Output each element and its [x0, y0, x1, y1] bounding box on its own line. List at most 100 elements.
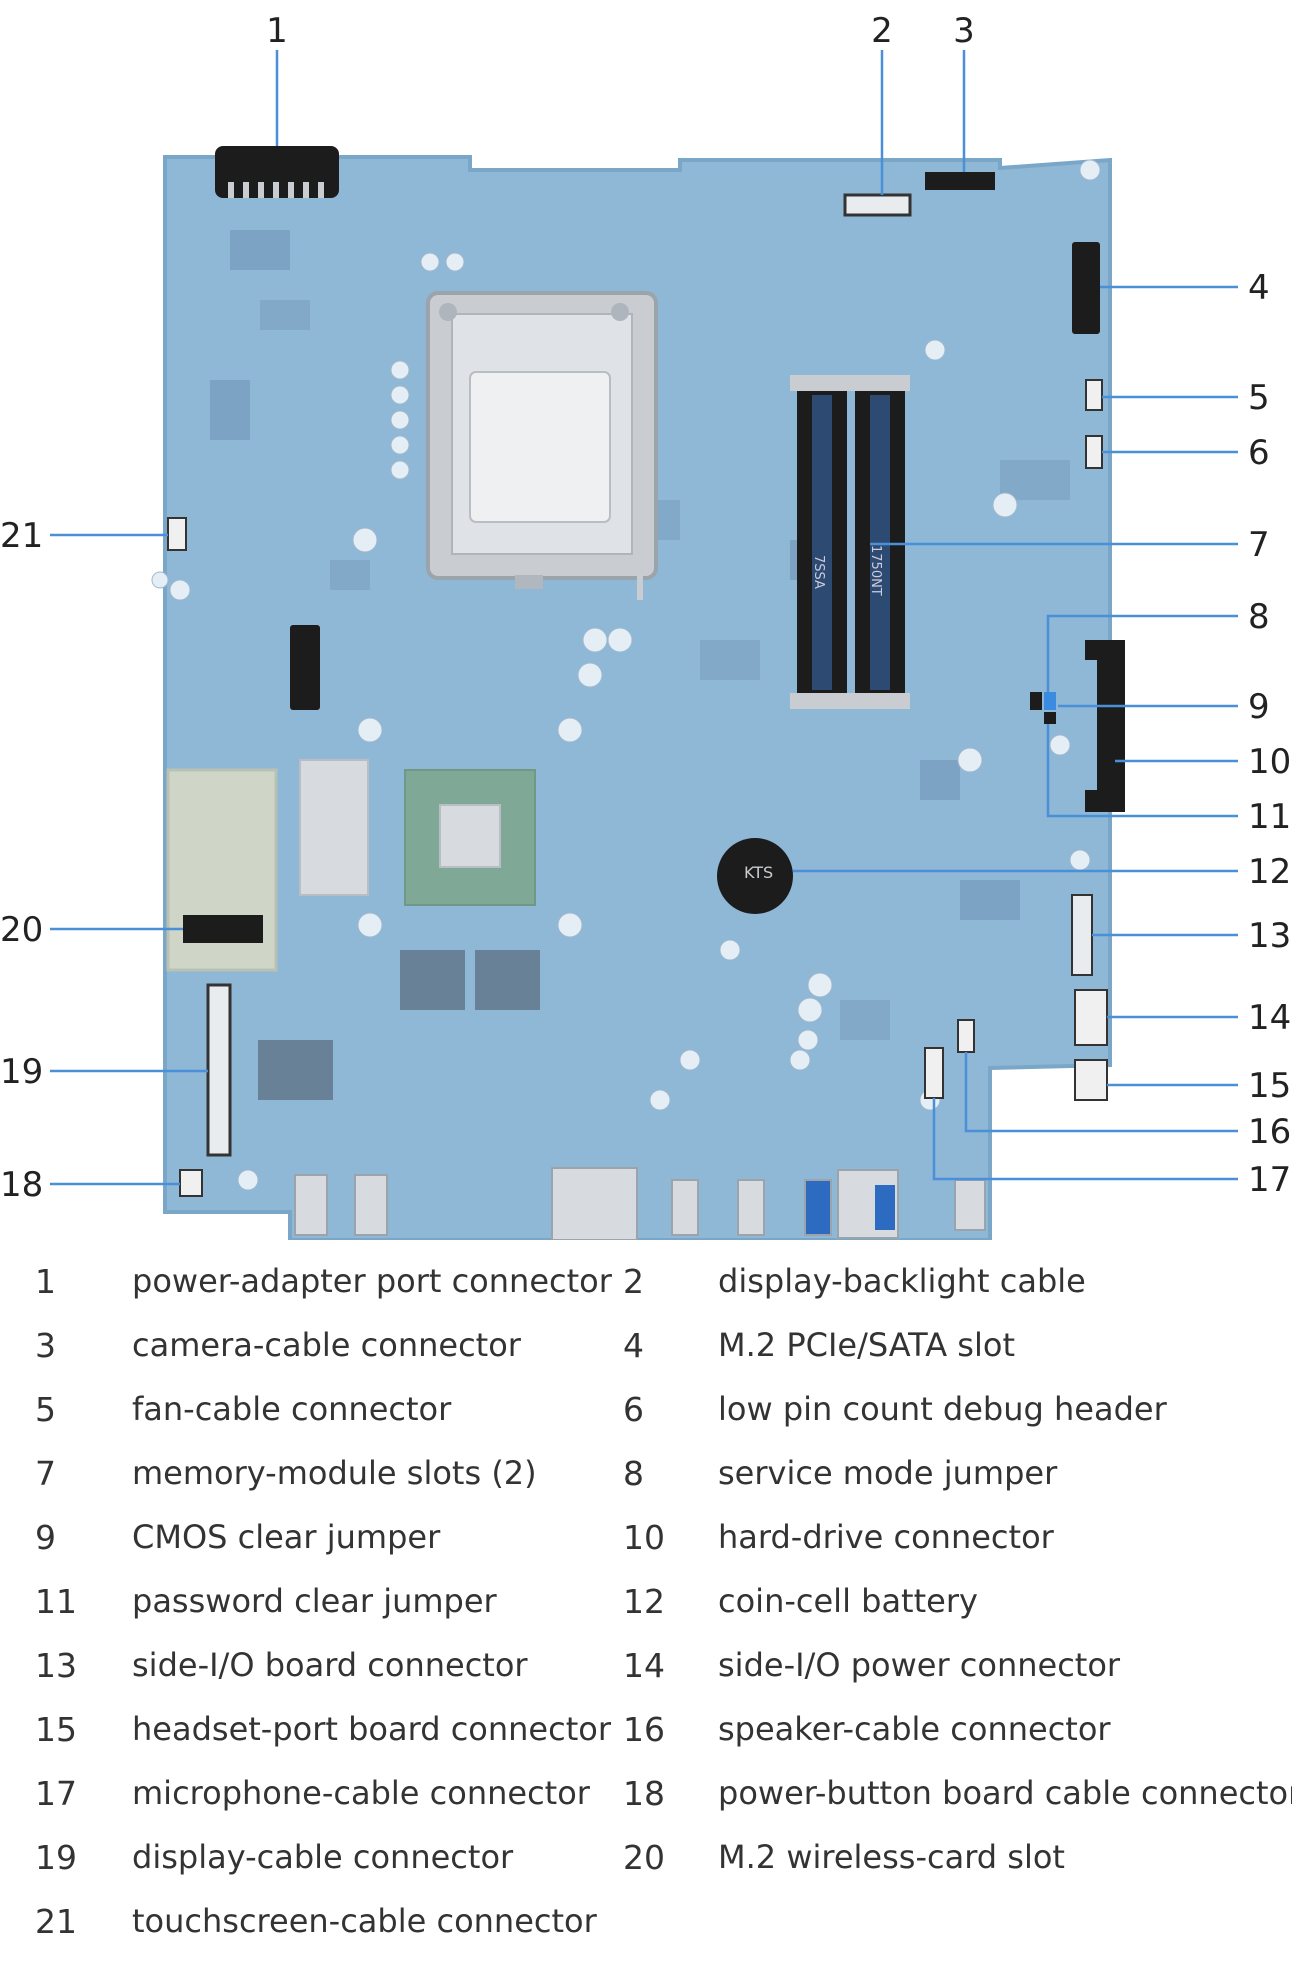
- legend-label: microphone-cable connector: [132, 1774, 590, 1812]
- legend-label: power-button board cable connector: [718, 1774, 1292, 1812]
- ram-label-a: 7SSA: [811, 555, 826, 589]
- legend-number: 19: [35, 1838, 77, 1877]
- headset-port-board-connector: [1074, 1059, 1108, 1101]
- m2-slot-vertical: [290, 625, 320, 710]
- callout-9: 9: [1248, 687, 1270, 727]
- callout-8: 8: [1248, 597, 1270, 637]
- legend-label: low pin count debug header: [718, 1390, 1167, 1428]
- legend-number: 6: [623, 1390, 644, 1429]
- legend-number: 10: [623, 1518, 665, 1557]
- lpc-debug-header: [1085, 435, 1103, 469]
- m2-pcie-sata-slot: [1072, 242, 1100, 334]
- legend-number: 2: [623, 1262, 644, 1301]
- callout-15: 15: [1248, 1066, 1291, 1106]
- callout-14: 14: [1248, 998, 1291, 1038]
- legend-row: 3 camera-cable connector 4 M.2 PCIe/SATA…: [0, 1326, 1292, 1390]
- legend-number: 17: [35, 1774, 77, 1813]
- callout-16: 16: [1248, 1112, 1291, 1152]
- legend-label: CMOS clear jumper: [132, 1518, 441, 1556]
- legend-number: 3: [35, 1326, 56, 1365]
- legend-number: 5: [35, 1390, 56, 1429]
- power-button-board-cable-connector: [179, 1169, 203, 1197]
- legend-number: 1: [35, 1262, 56, 1301]
- legend-row: 1 power-adapter port connector 2 display…: [0, 1262, 1292, 1326]
- legend-label: coin-cell battery: [718, 1582, 978, 1620]
- legend-row: 5 fan-cable connector 6 low pin count de…: [0, 1390, 1292, 1454]
- chipset: [404, 769, 536, 906]
- fan-cable-connector: [1085, 379, 1103, 411]
- speaker-cable-connector: [957, 1019, 975, 1053]
- legend-number: 16: [623, 1710, 665, 1749]
- legend-label: M.2 PCIe/SATA slot: [718, 1326, 1015, 1364]
- legend-label: touchscreen-cable connector: [132, 1902, 597, 1940]
- legend-label: power-adapter port connector: [132, 1262, 612, 1300]
- legend-row: 7 memory-module slots (2) 8 service mode…: [0, 1454, 1292, 1518]
- legend-label: display-backlight cable: [718, 1262, 1086, 1300]
- legend-row: 11 password clear jumper 12 coin-cell ba…: [0, 1582, 1292, 1646]
- legend-number: 4: [623, 1326, 644, 1365]
- callout-12: 12: [1248, 852, 1291, 892]
- legend-number: 13: [35, 1646, 77, 1685]
- metal-shield: [299, 759, 369, 896]
- battery-marking: KTS: [744, 863, 773, 882]
- legend-label: service mode jumper: [718, 1454, 1058, 1492]
- legend-number: 21: [35, 1902, 77, 1941]
- board-components: [210, 230, 1070, 1040]
- camera-cable-connector: [925, 172, 995, 190]
- callout-19: 19: [0, 1052, 43, 1092]
- legend-number: 7: [35, 1454, 56, 1493]
- legend-number: 18: [623, 1774, 665, 1813]
- legend-label: memory-module slots (2): [132, 1454, 537, 1492]
- callout-lines: [50, 50, 1238, 1186]
- callout-1: 1: [266, 11, 288, 51]
- legend-number: 12: [623, 1582, 665, 1621]
- callout-5: 5: [1248, 378, 1270, 418]
- m2-wireless-card-slot: [183, 915, 263, 943]
- display-cable-connector: [206, 983, 232, 1157]
- legend-label: password clear jumper: [132, 1582, 497, 1620]
- legend-number: 20: [623, 1838, 665, 1877]
- callout-18: 18: [0, 1165, 43, 1205]
- legend-row: 9 CMOS clear jumper 10 hard-drive connec…: [0, 1518, 1292, 1582]
- legend-label: camera-cable connector: [132, 1326, 521, 1364]
- motherboard-diagram: 7SSA 1750NT KTS: [0, 11, 1291, 1240]
- legend-row: 15 headset-port board connector 16 speak…: [0, 1710, 1292, 1774]
- legend-label: headset-port board connector: [132, 1710, 611, 1748]
- ram-label-b: 1750NT: [868, 545, 883, 596]
- legend-label: display-cable connector: [132, 1838, 514, 1876]
- microphone-cable-connector: [924, 1047, 944, 1099]
- callout-4: 4: [1248, 268, 1270, 308]
- callout-21: 21: [0, 516, 43, 556]
- callout-7: 7: [1248, 525, 1270, 565]
- callout-numbers: 1 2 3 4 5 6 7 8 9 10 11 12 13 14 15 16 1…: [0, 11, 1291, 1205]
- password-clear-jumper: [1044, 712, 1056, 724]
- callout-17: 17: [1248, 1160, 1291, 1200]
- callout-20: 20: [0, 910, 43, 950]
- legend-row: 17 microphone-cable connector 18 power-b…: [0, 1774, 1292, 1838]
- legend-label: speaker-cable connector: [718, 1710, 1111, 1748]
- service-mode-jumper: [1030, 692, 1042, 710]
- cpu-socket: [426, 291, 658, 600]
- touchscreen-cable-connector: [167, 517, 187, 551]
- legend-label: fan-cable connector: [132, 1390, 452, 1428]
- callout-10: 10: [1248, 742, 1291, 782]
- legend-number: 11: [35, 1582, 77, 1621]
- callout-3: 3: [953, 11, 975, 51]
- legend-label: M.2 wireless-card slot: [718, 1838, 1065, 1876]
- memory-chips: [258, 950, 540, 1100]
- rear-io-ports: [294, 1167, 986, 1240]
- legend-row: 13 side-I/O board connector 14 side-I/O …: [0, 1646, 1292, 1710]
- legend-number: 8: [623, 1454, 644, 1493]
- legend-label: side-I/O board connector: [132, 1646, 528, 1684]
- callout-11: 11: [1248, 797, 1291, 837]
- legend-row: 19 display-cable connector 20 M.2 wirele…: [0, 1838, 1292, 1902]
- callout-6: 6: [1248, 433, 1270, 473]
- cmos-clear-jumper: [1044, 692, 1056, 710]
- legend-number: 15: [35, 1710, 77, 1749]
- legend-label: side-I/O power connector: [718, 1646, 1121, 1684]
- hard-drive-connector: [1085, 640, 1125, 812]
- legend-row: 21 touchscreen-cable connector: [0, 1902, 1292, 1966]
- memory-module-slots: 7SSA 1750NT: [790, 375, 910, 709]
- legend-label: hard-drive connector: [718, 1518, 1054, 1556]
- side-io-board-connector: [1071, 894, 1093, 976]
